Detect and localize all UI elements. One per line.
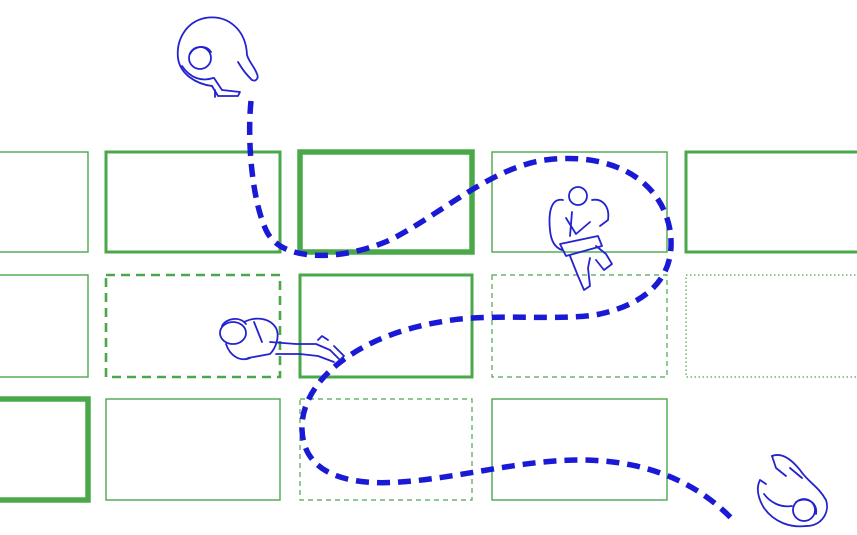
floor-tile-r0-c4 [684,150,857,254]
floor-tile-grid [0,149,857,503]
floor-tile-r1-c2 [298,273,474,379]
floor-tile-r2-c0 [0,396,91,503]
floor-tile-r2-c2 [299,398,473,501]
floor-tile-r0-c0 [0,151,89,253]
floor-tile-r1-c1 [104,273,282,379]
floor-tile-r1-c3 [491,274,668,378]
floor-tile-r1-c0 [0,274,89,378]
floor-tile-r2-c3 [491,398,668,501]
floor-tile-r1-c4 [685,274,857,378]
person-seated-laptop-icon [548,186,613,291]
floor-tile-r0-c1 [104,150,282,254]
person-reclining-icon [219,317,345,363]
walking-path [246,100,736,522]
person-walking-icon [176,16,259,98]
floor-tile-r2-c1 [105,398,281,501]
floor-tile-r0-c2 [297,149,475,255]
person-walking-icon [757,454,828,528]
floor-tile-r0-c3 [491,151,668,253]
